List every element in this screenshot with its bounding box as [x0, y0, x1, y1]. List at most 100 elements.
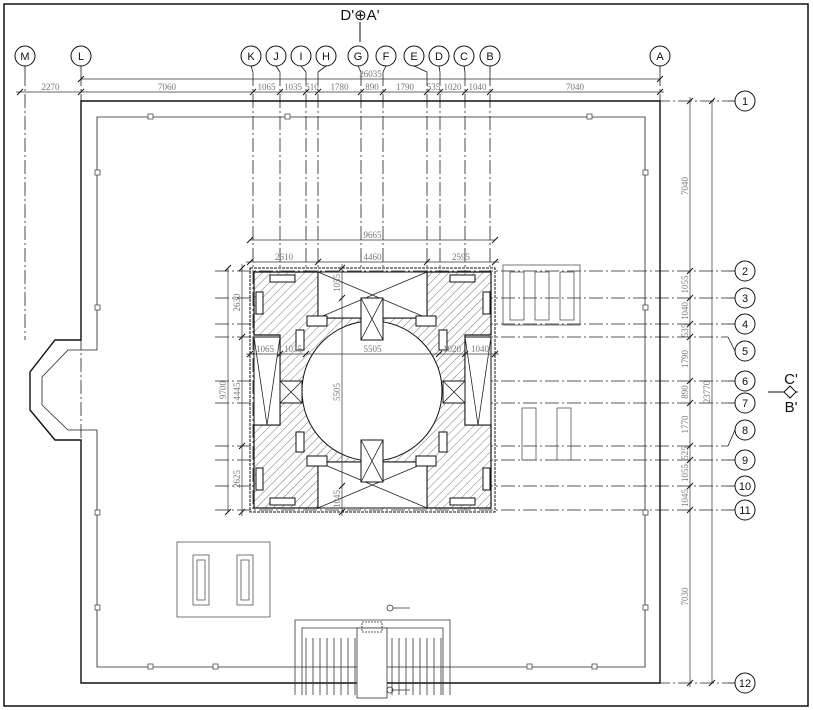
row-axis-bubble	[734, 392, 756, 414]
dimension-text: 5505	[332, 383, 342, 402]
dimension-text: 2270	[42, 82, 61, 92]
column-axis-bubble	[70, 45, 92, 67]
section-label-c: C'	[784, 371, 798, 388]
row-axis-bubble	[734, 499, 756, 521]
dimension-text: 1035	[284, 82, 303, 92]
row-axis-label: 9	[742, 455, 748, 467]
dimension-text: 890	[680, 385, 690, 399]
row-axis-label: 10	[739, 481, 751, 493]
column-axis-label: C	[460, 51, 468, 63]
dimension-text: 1065	[256, 344, 275, 354]
column-axis-bubble	[347, 45, 369, 67]
dimension-text: 1045	[680, 489, 690, 508]
row-axis-label: 7	[742, 398, 748, 410]
row-axis-label: 12	[739, 678, 751, 690]
column-axis-label: A	[656, 51, 664, 63]
dimension-text: 4445	[232, 382, 242, 401]
row-axis-label: 5	[742, 346, 748, 358]
dimension-text: 7040	[680, 177, 690, 196]
row-axis-bubble	[734, 260, 756, 282]
dimension-text: 535	[427, 82, 441, 92]
column-axis-label: M	[20, 51, 29, 63]
dimension-text: 4460	[364, 252, 383, 262]
dimension-text: 2610	[275, 252, 294, 262]
row-axis-label: 8	[742, 425, 748, 437]
column-axis-bubble	[428, 45, 450, 67]
dimension-text: 1055	[680, 464, 690, 483]
dimension-text: 9700	[218, 381, 228, 400]
row-axis-bubble	[734, 90, 756, 112]
dimension-text: 7040	[566, 82, 585, 92]
column-axis-bubble	[375, 45, 397, 67]
column-axis-bubble	[14, 45, 36, 67]
column-axis-label: F	[383, 51, 390, 63]
row-axis-bubble	[734, 419, 756, 441]
dimension-text: 1040	[469, 82, 488, 92]
dimension-text: 1020	[444, 82, 463, 92]
dimension-text: 1045	[332, 490, 342, 509]
row-axis-label: 11	[739, 505, 750, 517]
dimension-text: 2595	[452, 252, 471, 262]
dimension-text: 1040	[471, 344, 490, 354]
dimension-text: 7060	[158, 82, 177, 92]
column-axis-bubble	[315, 45, 337, 67]
dimension-text: 525	[680, 446, 690, 460]
dimension-text: 2630	[232, 293, 242, 312]
section-mark-right: C' B'	[768, 371, 798, 416]
column-axis-bubble	[240, 45, 262, 67]
row-axis-bubble	[734, 475, 756, 497]
dimension-text: 1055	[332, 274, 342, 293]
row-axis-bubble	[734, 672, 756, 694]
dimension-text: 7030	[680, 587, 690, 606]
column-axis-label: B	[486, 51, 493, 63]
column-axis-bubble	[453, 45, 475, 67]
section-mark-top: D'⊕A'	[340, 7, 380, 42]
row-axis-bubble	[734, 449, 756, 471]
dimension-text: 1790	[680, 350, 690, 369]
dimension-text: 890	[365, 82, 379, 92]
dimension-text: 1065	[258, 82, 277, 92]
entrance-stairs	[294, 604, 451, 699]
central-core	[249, 267, 496, 513]
building-outline	[29, 100, 661, 684]
row-axis-label: 1	[742, 96, 748, 108]
row-axis-label: 4	[742, 319, 748, 331]
column-axis-label: D	[435, 51, 443, 63]
column-axis-label: E	[410, 51, 417, 63]
row-axis-label: 2	[742, 266, 748, 278]
window-units	[176, 264, 581, 618]
column-axis-label: G	[354, 51, 363, 63]
column-axis-label: I	[299, 51, 302, 63]
dimension-text: 1780	[331, 82, 350, 92]
dimension-text: 1035	[284, 344, 303, 354]
row-axis-bubble	[734, 370, 756, 392]
column-axis-label: K	[247, 51, 255, 63]
column-axis-bubble	[479, 45, 501, 67]
dimension-text: 5505	[364, 344, 383, 354]
column-axis-bubble	[265, 45, 287, 67]
dimension-text: 1790	[396, 82, 415, 92]
row-axis-bubble	[734, 340, 756, 362]
dimension-text: 1040	[680, 302, 690, 321]
dimension-text: 510	[305, 82, 319, 92]
row-axis-bubble	[734, 287, 756, 309]
dimension-text: 1770	[680, 415, 690, 434]
column-axis-bubble	[649, 45, 671, 67]
row-axis-label: 3	[742, 293, 748, 305]
row-axis-label: 6	[742, 376, 748, 388]
dimension-text: 535	[680, 323, 690, 337]
section-label-b: B'	[785, 399, 798, 416]
dimension-text: 2625	[232, 470, 242, 489]
dimension-text: 1020	[443, 344, 462, 354]
column-axis-bubble	[290, 45, 312, 67]
row-axis-bubble	[734, 313, 756, 335]
column-axis-label: H	[322, 51, 330, 63]
section-label-top: D'⊕A'	[340, 7, 379, 24]
dimension-text: 9665	[364, 230, 383, 240]
column-axis-label: L	[78, 51, 84, 63]
column-axis-label: J	[273, 51, 279, 63]
drawing-frame	[3, 3, 809, 707]
